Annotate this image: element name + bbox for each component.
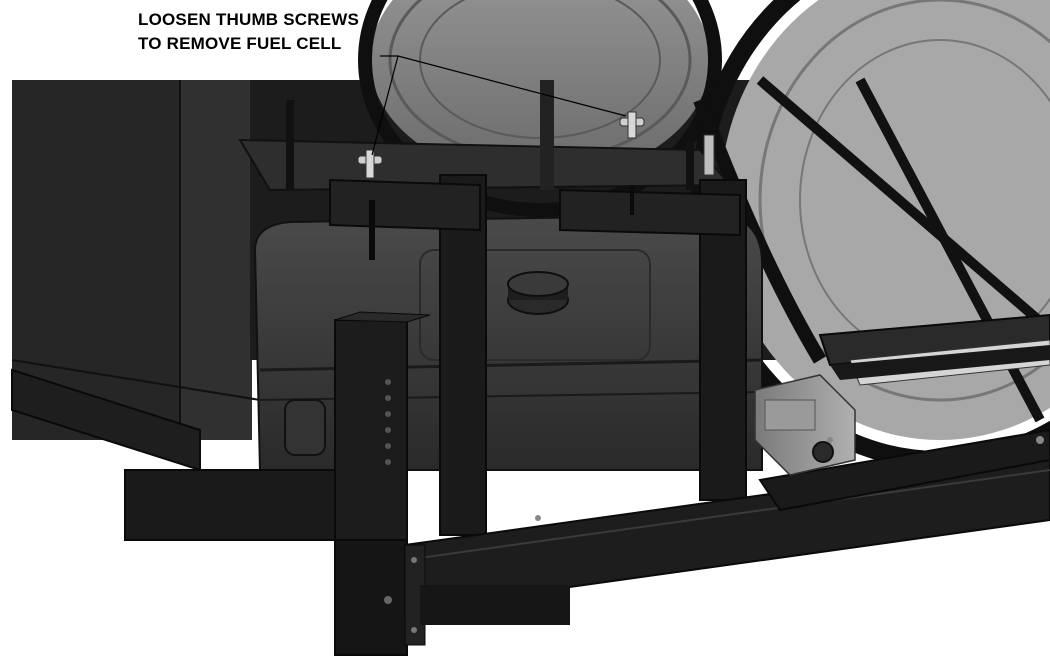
frame-hardware: [535, 436, 1044, 521]
fuel-cell: [253, 213, 763, 471]
callout-label: LOOSEN THUMB SCREWS TO REMOVE FUEL CELL: [138, 8, 359, 56]
thumb-screw-icon: [357, 111, 715, 179]
callout-leader: [371, 55, 627, 156]
thumb-screw-right: [619, 111, 645, 139]
upper-shelf: [238, 80, 733, 192]
right-rail: [818, 313, 1050, 386]
fuel-cap-icon: [507, 271, 569, 315]
front-corner-post: [334, 311, 431, 656]
callout-line-2: TO REMOVE FUEL CELL: [138, 34, 342, 53]
inverter-box-icon: [754, 374, 856, 476]
thumb-screw-left: [357, 149, 383, 179]
callout-line-1: LOOSEN THUMB SCREWS: [138, 10, 360, 29]
base-frame: [11, 368, 1050, 646]
